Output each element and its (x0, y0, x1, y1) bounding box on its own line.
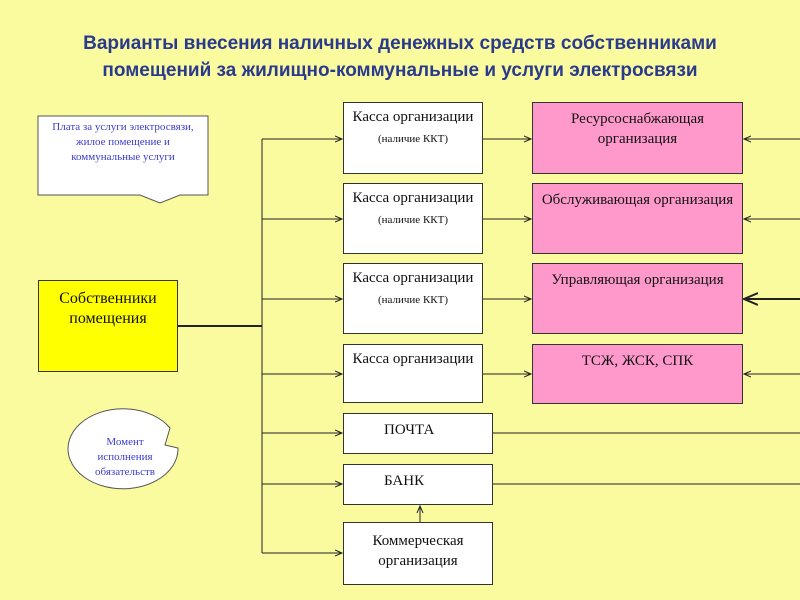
cashbox-2: Касса организации(наличие ККТ) (343, 183, 483, 254)
management-org-box: Управляющая организация (532, 263, 743, 334)
moment-callout: Момент исполнения обязательств (95, 436, 155, 478)
payment-callout: Плата за услуги электросвязи, жилое поме… (52, 121, 194, 163)
bank-box: БАНК (343, 464, 493, 505)
payment-callout-shape (37, 115, 209, 204)
resource-org-box: Ресурсоснабжающая организация (532, 102, 743, 174)
service-org-box: Обслуживающая организация (532, 183, 743, 254)
owners-box: Собственники помещения (38, 280, 178, 372)
cashbox-3: Касса организации(наличие ККТ) (343, 263, 483, 334)
post-box: ПОЧТА (343, 413, 493, 454)
page-title: Варианты внесения наличных денежных сред… (83, 33, 717, 81)
cashbox-1: Касса организации(наличие ККТ) (343, 102, 483, 174)
commercial-org-box: Коммерческая организация (343, 522, 493, 585)
cashbox-4: Касса организации (343, 344, 483, 403)
hoa-box: ТСЖ, ЖСК, СПК (532, 344, 743, 404)
moment-callout-shape (67, 408, 179, 490)
